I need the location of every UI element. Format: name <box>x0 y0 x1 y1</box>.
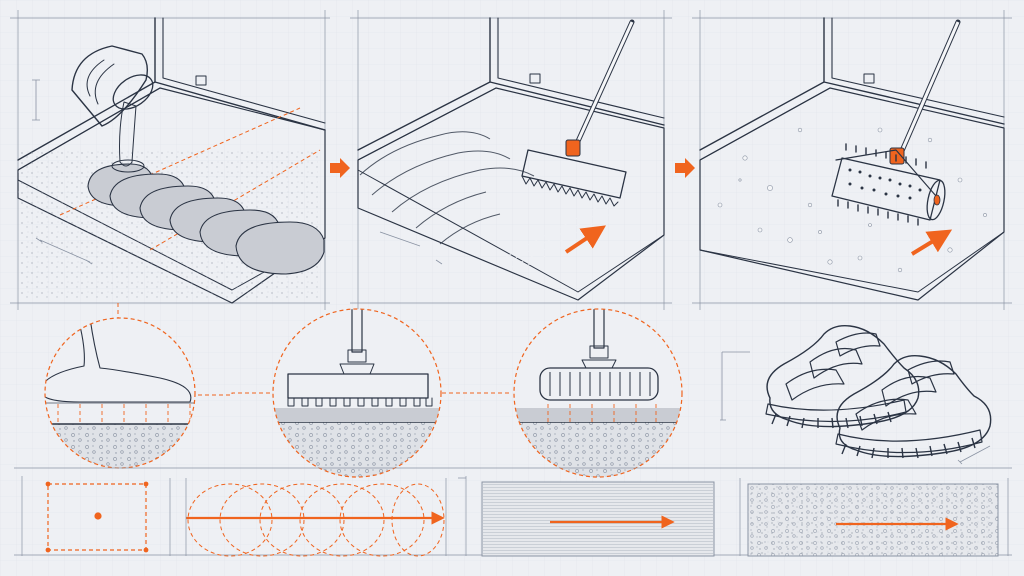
roller-cross-section-icon <box>513 308 683 478</box>
direction-arrow <box>564 225 606 254</box>
pour-cross-section-icon <box>44 317 196 469</box>
speckled-texture-icon <box>739 478 1009 557</box>
smooth-texture-icon <box>458 476 715 557</box>
poured-resin-blobs <box>87 163 325 275</box>
arrow-right-icon <box>675 158 695 178</box>
panel-roll <box>692 10 1012 310</box>
square-pattern-icon <box>21 476 171 556</box>
spiked-roller-icon <box>831 19 961 226</box>
direction-arrow <box>910 229 953 256</box>
panel-pour <box>10 10 330 310</box>
overlap-circles-icon <box>185 478 447 557</box>
squeegee-rake-icon <box>521 19 635 207</box>
paint-bucket-icon <box>71 45 154 173</box>
panel-spread <box>350 10 672 310</box>
spiked-shoes-icon <box>720 324 992 465</box>
arrow-right-icon <box>330 158 350 178</box>
connector-line <box>198 392 272 396</box>
